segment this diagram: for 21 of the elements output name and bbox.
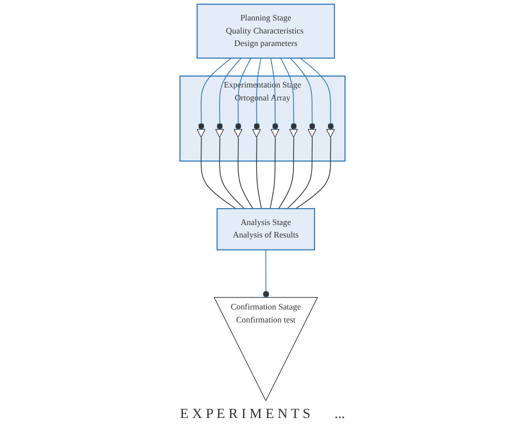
connector [295,137,332,209]
connector [216,58,242,130]
connector [219,137,245,209]
connector [198,58,232,130]
connector [278,137,294,209]
node-box: Analysis Stage Analysis of Results [216,208,316,250]
connector [235,58,252,130]
connector [238,137,254,209]
connector [200,137,236,209]
node-box: Planning Stage Quality Characteristics Design parameters [196,4,335,59]
connector [286,137,313,209]
label-text: E X P E R I M E N T S [180,407,310,423]
label-text: ... [334,407,345,423]
connector [254,58,262,130]
connector [290,58,316,130]
connector [256,137,262,209]
connector [262,249,270,298]
connector [270,58,278,130]
connector [270,137,276,209]
connector [300,58,334,130]
connector [280,58,297,130]
